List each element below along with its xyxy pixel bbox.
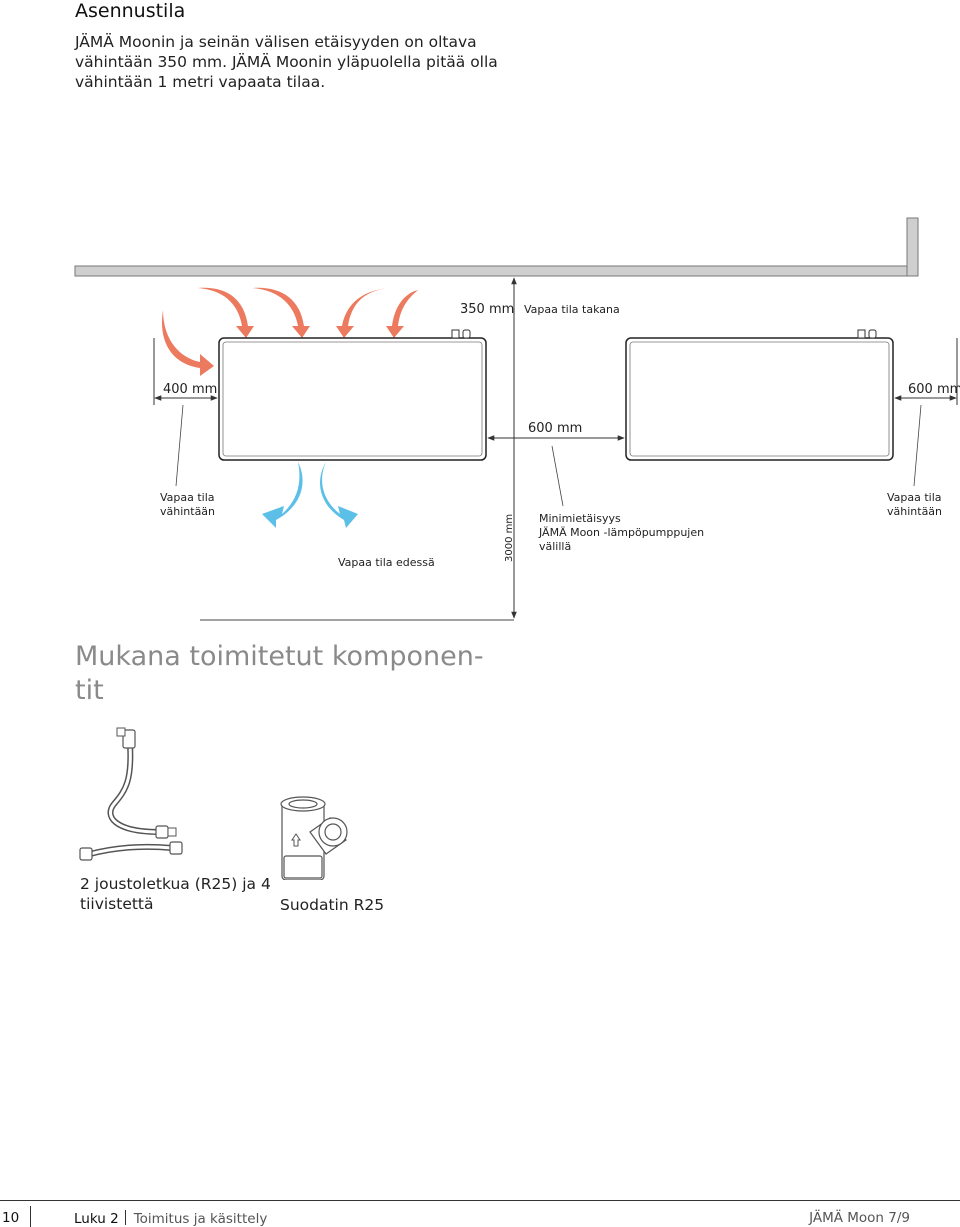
connector-icon (451, 329, 460, 339)
label-back-text: Vapaa tila takana (524, 303, 620, 316)
components-title-line: Mukana toimitetut komponen- (75, 641, 484, 672)
page-footer: 10 Luku 2 Toimitus ja käsittely JÄMÄ Moon… (0, 1200, 960, 1227)
leader-line (913, 404, 922, 487)
warm-air-arrow (386, 290, 418, 338)
connector-icon (868, 329, 877, 339)
chapter-label: Luku 2 Toimitus ja käsittely (74, 1210, 267, 1227)
components-title-line: tit (75, 675, 104, 706)
dim-left-text: 400 mm (163, 382, 217, 397)
hoses-caption-line: 2 joustoletkua (R25) ja 4 (80, 875, 271, 893)
warm-air-arrow (198, 287, 254, 338)
heat-pump-unit-right (625, 329, 894, 461)
intro-line: vähintään 350 mm. JÄMÄ Moonin yläpuolell… (75, 53, 498, 71)
label-left-line2: vähintään (160, 505, 215, 518)
flexible-hose-icon (79, 727, 183, 861)
heat-pump-unit-left (218, 329, 487, 461)
footer-divider (30, 1206, 31, 1227)
cold-air-arrow (320, 462, 358, 528)
cold-air-arrows (262, 462, 358, 528)
warm-air-arrow (162, 310, 214, 376)
label-right-line2: vähintään (887, 505, 942, 518)
label-between-line2: JÄMÄ Moon -lämpöpumppujen (538, 526, 704, 539)
hoses-caption-line: tiivistettä (80, 895, 154, 913)
dim-back-text: 350 mm (460, 302, 514, 317)
hoses-caption: 2 joustoletkua (R25) ja 4 tiivistettä (80, 874, 280, 914)
dim-between-text: 600 mm (528, 421, 582, 436)
label-front-text: Vapaa tila edessä (338, 556, 435, 569)
chapter-title: Toimitus ja käsittely (133, 1211, 268, 1227)
cold-air-arrow (262, 462, 303, 528)
label-right-line1: Vapaa tila (887, 491, 942, 504)
chapter-number: Luku 2 (74, 1211, 119, 1227)
warm-air-arrow (336, 288, 390, 338)
installation-space-diagram: 350 mm Vapaa tila takana 400 mm 600 mm 6… (74, 217, 960, 621)
connector-icon (857, 329, 866, 339)
label-between-line1: Minimietäisyys (539, 512, 621, 525)
wall (74, 217, 919, 277)
leader-line (175, 404, 184, 487)
label-between-line3: välillä (539, 540, 571, 553)
warm-air-arrows (162, 287, 418, 376)
page-number: 10 (2, 1210, 20, 1226)
leader-line (551, 445, 564, 507)
intro-line: vähintään 1 metri vapaata tilaa. (75, 73, 326, 91)
dim-front-text: 3000 mm (504, 514, 515, 562)
footer-rule (0, 1200, 960, 1201)
warm-air-arrow (252, 287, 310, 338)
components-illustrations (79, 727, 348, 880)
product-name: JÄMÄ Moon 7/9 (809, 1210, 910, 1226)
dim-right-text: 600 mm (908, 382, 960, 397)
filter-icon (280, 796, 348, 880)
intro-line: JÄMÄ Moonin ja seinän välisen etäisyyden… (75, 33, 477, 51)
filter-caption: Suodatin R25 (280, 896, 385, 914)
intro-paragraph: JÄMÄ Moonin ja seinän välisen etäisyyden… (75, 32, 498, 92)
chapter-divider (124, 1210, 126, 1225)
components-title: Mukana toimitetut komponen- tit (75, 640, 484, 708)
connector-icon (462, 329, 471, 339)
section-title: Asennustila (75, 0, 186, 22)
label-left-line1: Vapaa tila (160, 491, 215, 504)
